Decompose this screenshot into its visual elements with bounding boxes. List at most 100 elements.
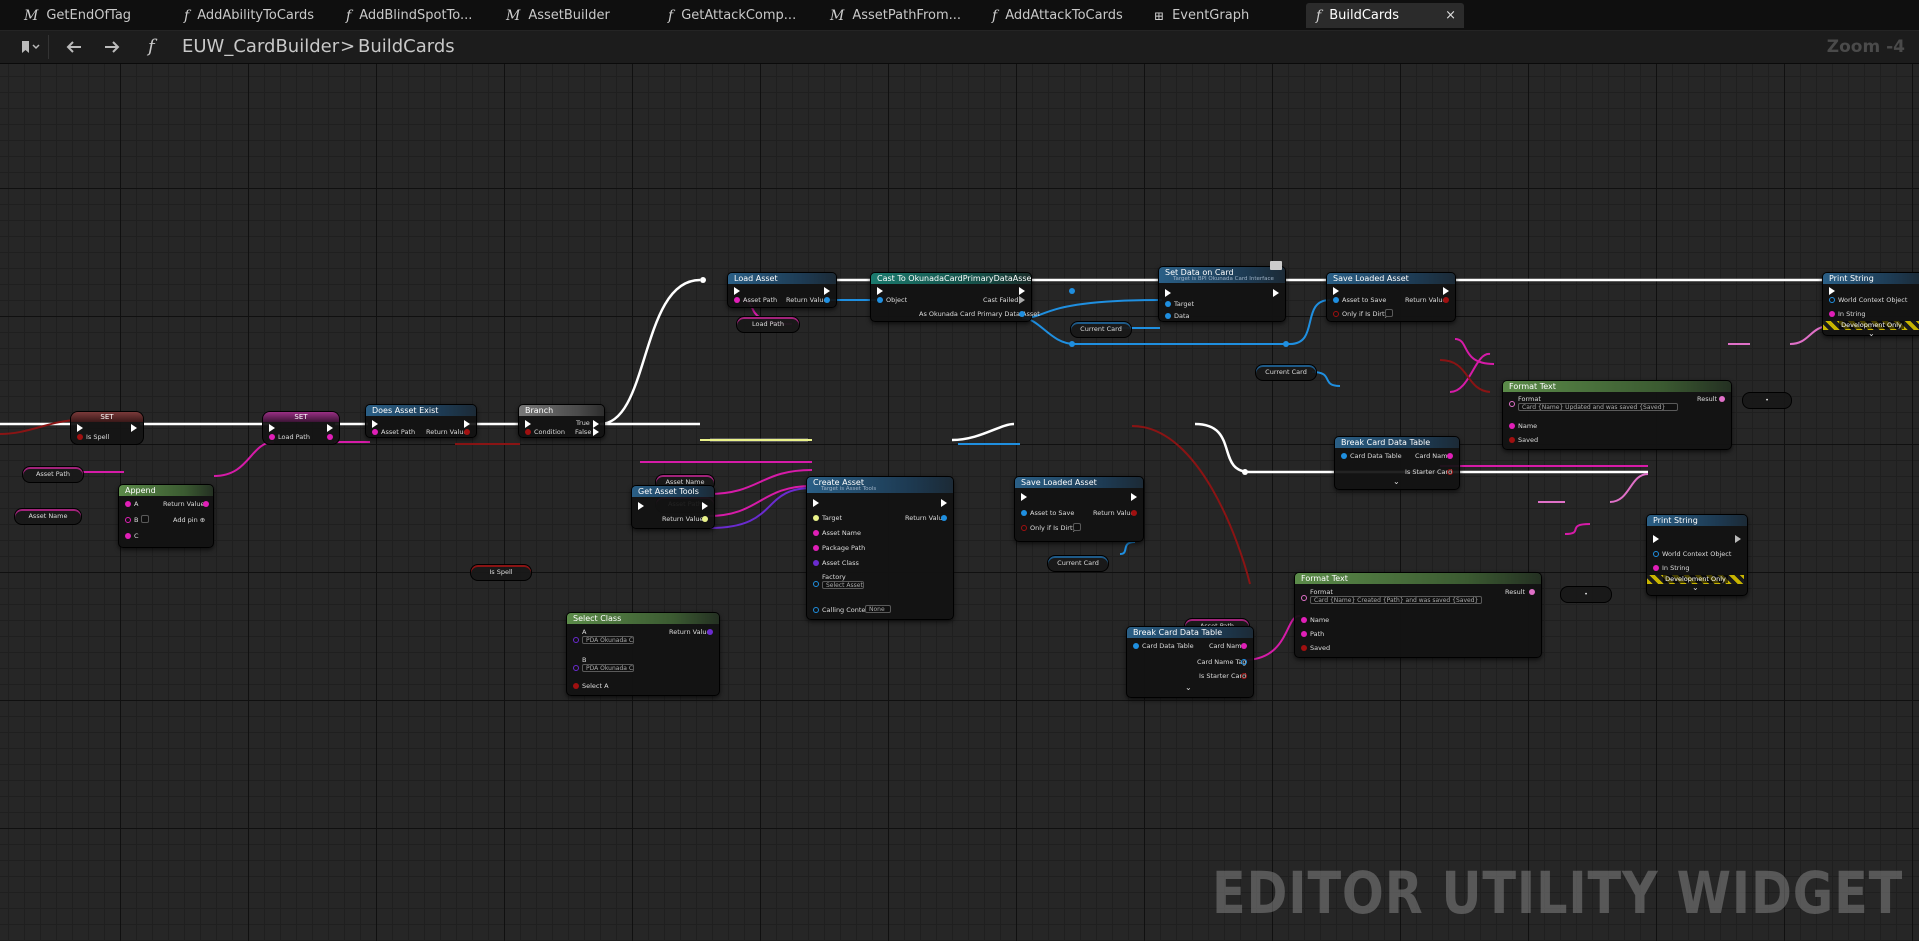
exec-in-pin[interactable] <box>525 420 531 428</box>
calling-context-field[interactable]: None <box>865 605 891 613</box>
get-asset-tools-node[interactable]: Get Asset Tools Return Value <box>631 485 715 529</box>
exec-in-pin[interactable] <box>77 424 83 432</box>
exec-in-pin[interactable] <box>813 499 819 507</box>
exec-out-false-pin[interactable] <box>593 428 599 436</box>
exec-out-pin[interactable] <box>131 424 137 432</box>
add-pin-button[interactable]: Add pin ⊕ <box>173 516 206 524</box>
object-pin[interactable] <box>702 516 708 522</box>
create-asset-node[interactable]: Create Asset Target is Asset Tools Targe… <box>806 476 954 620</box>
factory-select[interactable]: Select Asset <box>822 581 864 589</box>
bool-pin[interactable] <box>1021 525 1027 531</box>
string-pin[interactable] <box>327 434 333 440</box>
break-card-data-table-node[interactable]: Break Card Data Table Card Data Table Ca… <box>1126 626 1254 698</box>
object-pin[interactable] <box>1165 313 1171 319</box>
bool-pin[interactable] <box>1447 469 1453 475</box>
name-pin[interactable] <box>1241 659 1247 665</box>
exec-in-pin[interactable] <box>1021 493 1027 501</box>
exec-in-pin[interactable] <box>372 420 378 428</box>
cast-to-card-asset-node[interactable]: Cast To OkunadaCardPrimaryDataAsset Obje… <box>870 272 1040 322</box>
set-is-spell-node[interactable]: SET Is Spell <box>70 411 144 445</box>
current-card-var[interactable]: Current Card <box>1047 555 1109 572</box>
class-select-a[interactable]: PDA Okunada Ca <box>582 636 634 644</box>
chevron-down-icon[interactable]: ⌄ <box>1692 583 1699 592</box>
dirty-checkbox[interactable] <box>1385 309 1393 317</box>
exec-in-pin[interactable] <box>734 287 740 295</box>
class-pin[interactable] <box>573 637 579 643</box>
object-pin[interactable] <box>824 297 830 303</box>
string-pin[interactable] <box>269 434 275 440</box>
breadcrumb-current[interactable]: BuildCards <box>358 36 455 57</box>
append-node[interactable]: Append A Return Value B Add pin ⊕ C <box>118 484 214 548</box>
object-pin[interactable] <box>813 607 819 613</box>
close-icon[interactable]: × <box>1445 8 1456 23</box>
save-loaded-asset-node[interactable]: Save Loaded Asset Asset to Save Return V… <box>1326 272 1456 322</box>
object-pin[interactable] <box>1019 311 1025 317</box>
exec-in-pin[interactable] <box>1653 535 1659 543</box>
format-input[interactable]: Card {Name} Created {Path} and was saved… <box>1310 596 1482 604</box>
string-pin[interactable] <box>813 545 819 551</box>
breadcrumb-root[interactable]: EUW_CardBuilder <box>182 36 340 57</box>
class-pin[interactable] <box>813 560 819 566</box>
set-data-on-card-node[interactable]: Set Data on Card Target is BPI Okunada C… <box>1158 261 1286 322</box>
break-card-data-table-node[interactable]: Break Card Data Table Card Data Table Ca… <box>1334 436 1460 490</box>
string-pin[interactable] <box>125 501 131 507</box>
string-pin[interactable] <box>1447 453 1453 459</box>
exec-out-pin[interactable] <box>1019 287 1025 295</box>
object-pin[interactable] <box>1653 551 1659 557</box>
class-pin[interactable] <box>573 665 579 671</box>
string-pin[interactable] <box>1653 565 1659 571</box>
exec-out-pin[interactable] <box>1735 535 1741 543</box>
string-pin[interactable] <box>734 297 740 303</box>
to-string-conversion-node[interactable]: • <box>1560 586 1612 603</box>
bool-pin[interactable] <box>77 434 83 440</box>
object-pin[interactable] <box>941 515 947 521</box>
format-input[interactable]: Card {Name} Updated and was saved {Saved… <box>1518 403 1678 411</box>
text-pin[interactable] <box>1719 396 1725 402</box>
class-pin[interactable] <box>707 629 713 635</box>
exec-in-pin[interactable] <box>1165 289 1171 297</box>
object-pin[interactable] <box>1021 510 1027 516</box>
object-pin[interactable] <box>1333 297 1339 303</box>
to-string-conversion-node[interactable]: • <box>1742 392 1792 409</box>
asset-name-var[interactable]: Asset Name <box>14 508 82 525</box>
current-card-var[interactable]: Current Card <box>1070 321 1132 338</box>
exec-out-pin[interactable] <box>1443 287 1449 295</box>
bool-pin[interactable] <box>525 429 531 435</box>
chevron-down-icon[interactable]: ⌄ <box>1393 477 1400 486</box>
exec-out-pin[interactable] <box>824 287 830 295</box>
exec-out-pin[interactable] <box>702 502 708 510</box>
asset-path-var[interactable]: Asset Path <box>22 466 84 483</box>
bookmark-menu-button[interactable] <box>10 35 49 59</box>
load-asset-node[interactable]: Load Asset Asset Path Return Value <box>727 272 837 308</box>
string-pin[interactable] <box>203 501 209 507</box>
object-pin[interactable] <box>813 515 819 521</box>
forward-button[interactable] <box>98 35 126 59</box>
dirty-checkbox[interactable] <box>1073 523 1081 531</box>
text-pin[interactable] <box>1529 589 1535 595</box>
b-input[interactable] <box>141 515 149 523</box>
exec-in-pin[interactable] <box>877 287 883 295</box>
string-pin[interactable] <box>1829 311 1835 317</box>
exec-out-pin[interactable] <box>1273 289 1279 297</box>
bool-pin[interactable] <box>1241 673 1247 679</box>
string-pin[interactable] <box>125 517 131 523</box>
does-asset-exist-node[interactable]: Does Asset Exist Asset Path Return Value <box>365 404 477 438</box>
current-card-var[interactable]: Current Card <box>1255 364 1317 381</box>
string-pin[interactable] <box>813 530 819 536</box>
string-pin[interactable] <box>1509 423 1515 429</box>
object-pin[interactable] <box>1165 301 1171 307</box>
format-text-node[interactable]: Format Text Format Card {Name} Updated a… <box>1502 380 1732 450</box>
object-pin[interactable] <box>877 297 883 303</box>
bool-pin[interactable] <box>1509 437 1515 443</box>
bool-pin[interactable] <box>1301 645 1307 651</box>
exec-failed-pin[interactable] <box>1019 296 1025 304</box>
exec-in-pin[interactable] <box>269 424 275 432</box>
bool-pin[interactable] <box>573 683 579 689</box>
